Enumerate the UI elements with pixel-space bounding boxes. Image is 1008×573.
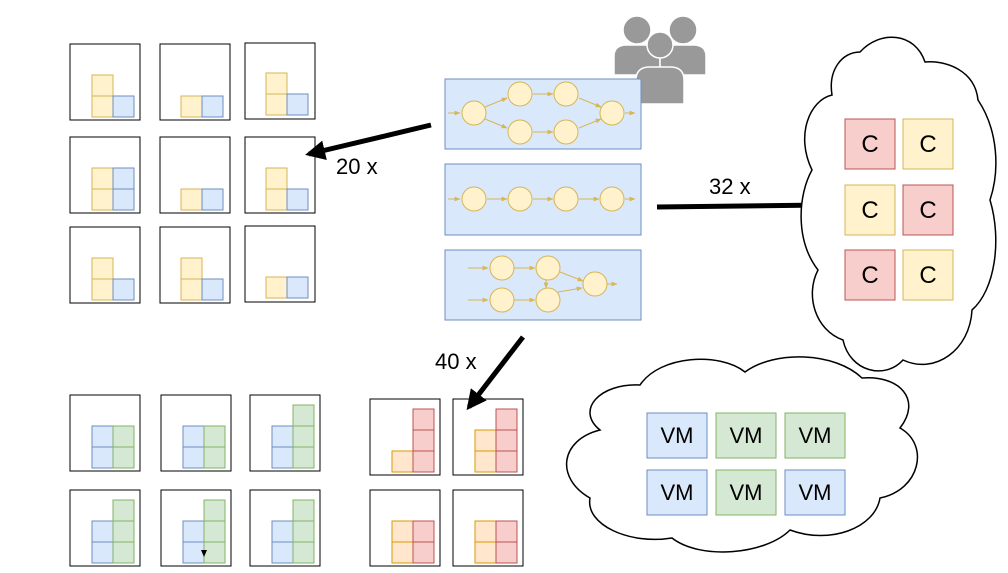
server-box (159, 226, 231, 304)
server-box (69, 394, 141, 472)
arrows (305, 122, 828, 411)
server-box (249, 394, 321, 472)
server-box (69, 226, 141, 304)
vm-cell: VM (661, 480, 694, 505)
arrow-label-cluster: 40 x (435, 349, 477, 374)
server-box (160, 394, 232, 472)
server-box (369, 489, 441, 567)
users-icon (613, 15, 707, 105)
cloud-shape-vms: VM VM VM VM VM VM (565, 356, 919, 553)
container-cell: C (919, 262, 936, 289)
container-cell: C (861, 131, 878, 158)
vm-cell: VM (730, 423, 763, 448)
server-box (244, 225, 316, 303)
server-box (160, 489, 232, 567)
vm-cell: VM (799, 423, 832, 448)
server-box (69, 136, 141, 214)
arrow-to-cloud (656, 195, 828, 216)
arrow-label-cloud: 32 x (709, 174, 751, 199)
container-cell: C (919, 197, 936, 224)
server-box (244, 42, 316, 120)
arrow-to-cluster (466, 335, 525, 411)
down-arrow-icon (201, 550, 207, 557)
server-grid-bottom-left (69, 394, 321, 567)
container-cell: C (861, 262, 878, 289)
server-box (69, 489, 141, 567)
server-box (452, 489, 524, 567)
server-box (369, 398, 441, 476)
vm-cell: VM (799, 480, 832, 505)
arrow-to-servers (305, 122, 432, 161)
container-cell: C (861, 197, 878, 224)
server-box (159, 136, 231, 214)
cloud-shape-containers: C C C C C C (800, 36, 997, 372)
vm-cell: VM (730, 480, 763, 505)
server-box (159, 43, 231, 121)
server-box (69, 43, 141, 121)
workflow-panel-1 (444, 78, 642, 150)
workflow-panel-2 (444, 163, 642, 236)
server-box (249, 489, 321, 567)
arrow-label-servers: 20 x (336, 154, 378, 179)
server-grid-top-left (69, 42, 316, 304)
workflow-panel-3 (444, 249, 642, 321)
vm-cell: VM (661, 423, 694, 448)
server-box (244, 136, 316, 214)
server-grid-bottom-middle (369, 398, 524, 567)
server-box (452, 398, 524, 476)
container-cell: C (919, 131, 936, 158)
